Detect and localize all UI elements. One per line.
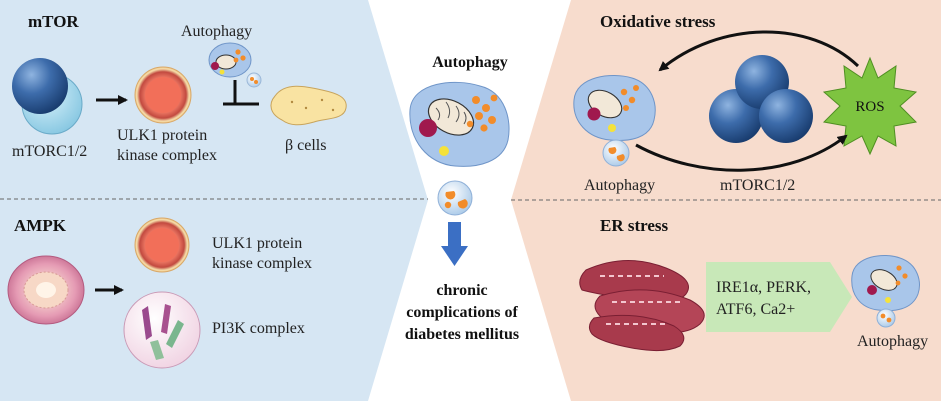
beta-cell-icon <box>270 85 347 126</box>
er-membrane-icon <box>579 260 705 352</box>
arrow-ros-to-autophagy <box>658 30 860 72</box>
factors-line2: ATF6, Ca2+ <box>716 301 795 318</box>
outcome-line3: diabetes mellitus <box>405 326 519 343</box>
oxidative-mtorc-label: mTORC1/2 <box>720 177 795 194</box>
mtor-title: mTOR <box>28 12 79 31</box>
mtor-ulk1-label-line2: kinase complex <box>117 147 217 164</box>
mtor-ulk1-label-line1: ULK1 protein <box>117 127 207 144</box>
mtor-autophagy-label: Autophagy <box>181 23 252 40</box>
beta-cells-label: β cells <box>285 137 326 154</box>
outcome-line2: complications of <box>406 304 518 321</box>
oxidative-autophagosome-icon <box>573 75 656 141</box>
inhibition-symbol <box>223 80 259 106</box>
mtorc-label: mTORC1/2 <box>12 143 87 160</box>
ampk-ulk1-label-line1: ULK1 protein <box>212 235 302 252</box>
ampk-cell-icon <box>7 255 85 325</box>
oxidative-mtorc-cluster-icon <box>709 55 813 143</box>
center-autophagosome-icon <box>409 81 510 167</box>
oxidative-lysosome-icon <box>602 139 630 167</box>
er-autophagy-label: Autophagy <box>857 333 928 350</box>
ulk1-cell-icon <box>134 66 192 124</box>
pi3k-complex-icon <box>123 291 201 369</box>
oxidative-title: Oxidative stress <box>600 12 716 31</box>
oxidative-autophagy-label: Autophagy <box>584 177 655 194</box>
outcome-line1: chronic <box>436 282 487 299</box>
factors-line1: IRE1α, PERK, <box>716 279 811 296</box>
center-down-arrow <box>441 222 468 266</box>
mtor-autophagosome-icon <box>208 42 262 88</box>
er-lysosome-icon <box>876 308 896 328</box>
er-stress-title: ER stress <box>600 216 669 235</box>
pi3k-label: PI3K complex <box>212 320 305 337</box>
ros-burst-icon <box>822 56 918 156</box>
arrow-autophagy-to-ros <box>635 134 848 172</box>
ampk-ulk1-label-line2: kinase complex <box>212 255 312 272</box>
center-lysosome-icon <box>437 180 473 216</box>
ampk-title: AMPK <box>14 216 67 235</box>
ros-label: ROS <box>855 99 884 115</box>
center-autophagy-title: Autophagy <box>432 54 508 71</box>
ampk-ulk1-cell-icon <box>134 217 190 273</box>
factors-arrow-shape <box>706 262 852 332</box>
er-autophagosome-icon <box>851 255 920 312</box>
mtorc-complex-icon <box>12 58 83 135</box>
